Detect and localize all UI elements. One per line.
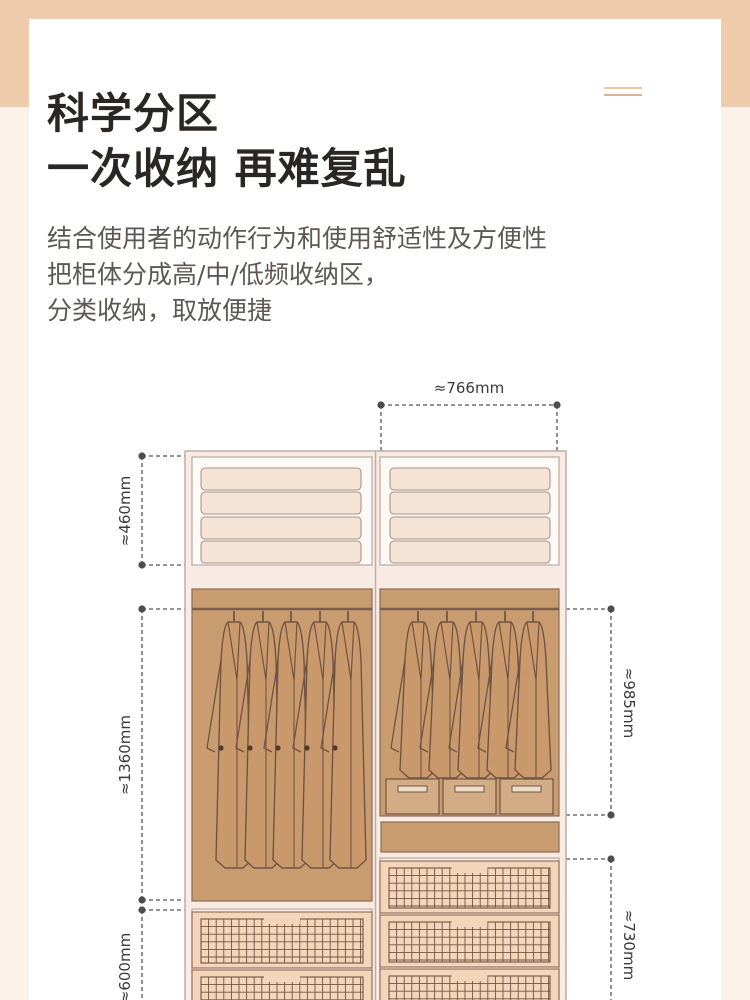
dimension-dot bbox=[553, 401, 561, 409]
storage-box bbox=[442, 778, 497, 815]
hanging-left-dimension-label: ≈1360mm bbox=[116, 715, 134, 795]
title-line-2: 一次收纳 再难复乱 bbox=[47, 144, 407, 193]
drawer-front bbox=[380, 821, 560, 853]
bottom-left-dimension-label: ≈600mm bbox=[116, 933, 134, 1000]
folded-garment bbox=[389, 491, 551, 515]
coat-body bbox=[301, 621, 339, 869]
box-label-slot bbox=[511, 785, 542, 793]
coat-button-icon bbox=[218, 745, 224, 751]
dimension-dot bbox=[138, 896, 146, 904]
coat-icon bbox=[206, 611, 253, 869]
coat-body bbox=[272, 621, 310, 869]
coat-body bbox=[244, 621, 282, 869]
coat-body bbox=[329, 621, 367, 869]
description-line-2: 把柜体分成高/中/低频收纳区， bbox=[47, 260, 389, 289]
coat-button-icon bbox=[332, 745, 338, 751]
coat-button-icon bbox=[304, 745, 310, 751]
storage-box bbox=[385, 778, 440, 815]
basket bbox=[379, 914, 560, 968]
hanging-coats bbox=[206, 611, 552, 869]
description-line-3: 分类收纳，取放便捷 bbox=[47, 296, 273, 325]
coat-icon bbox=[448, 611, 495, 779]
box-label-slot bbox=[397, 785, 428, 793]
folded-garment bbox=[200, 467, 362, 491]
wardrobe-cabinet bbox=[184, 450, 567, 1000]
coat-sleeve bbox=[419, 659, 435, 753]
dimension-dot bbox=[138, 605, 146, 613]
coat-sleeve bbox=[390, 659, 406, 753]
basket-mesh-frame bbox=[388, 867, 551, 909]
dimension-dot bbox=[377, 401, 385, 409]
folded-clothes bbox=[200, 467, 551, 564]
coat-body bbox=[428, 621, 466, 779]
folded-garment bbox=[200, 491, 362, 515]
folded-garment bbox=[200, 540, 362, 564]
coat-sleeve bbox=[263, 659, 279, 753]
coat-sleeve bbox=[448, 659, 464, 753]
coat-icon bbox=[320, 611, 367, 869]
dimension-dot bbox=[138, 906, 146, 914]
coat-sleeve bbox=[505, 659, 521, 753]
title-line-1: 科学分区 bbox=[47, 89, 220, 138]
coat-sleeve bbox=[206, 659, 222, 753]
coat-sleeve bbox=[320, 659, 336, 753]
coat-body bbox=[486, 621, 524, 779]
coat-icon bbox=[505, 611, 552, 779]
storage-box bbox=[499, 778, 554, 815]
hanging-right-dimension-label: ≈985mm bbox=[620, 668, 638, 738]
basket bbox=[191, 969, 373, 1000]
dimension-dot bbox=[607, 811, 615, 819]
coat-icon bbox=[419, 611, 466, 779]
coat-body bbox=[399, 621, 437, 779]
basket-right-dimension-label: ≈730mm bbox=[620, 910, 638, 980]
dimension-dot bbox=[607, 855, 615, 863]
description: 结合使用者的动作行为和使用舒适性及方便性 把柜体分成高/中/低频收纳区， 分类收… bbox=[47, 221, 547, 329]
pull-out-baskets bbox=[191, 860, 560, 1000]
coat-icon bbox=[390, 611, 437, 779]
description-line-1: 结合使用者的动作行为和使用舒适性及方便性 bbox=[47, 224, 548, 253]
basket-handle bbox=[451, 865, 488, 873]
basket-handle bbox=[264, 974, 300, 982]
dimension-annotations bbox=[138, 401, 615, 1000]
folded-garment bbox=[389, 540, 551, 564]
coat-icon bbox=[477, 611, 524, 779]
coat-icon bbox=[292, 611, 339, 869]
basket bbox=[379, 860, 560, 914]
coat-sleeve bbox=[292, 659, 308, 753]
storage-boxes bbox=[385, 778, 554, 815]
folded-garment bbox=[200, 516, 362, 540]
coat-button-icon bbox=[247, 745, 253, 751]
decorative-lines-icon bbox=[604, 87, 642, 97]
dimension-dot bbox=[138, 452, 146, 460]
box-label-slot bbox=[454, 785, 485, 793]
basket bbox=[379, 968, 560, 1000]
coat-button-icon bbox=[275, 745, 281, 751]
basket-handle bbox=[451, 973, 488, 981]
coat-body bbox=[514, 621, 552, 779]
width-dimension-label: ≈766mm bbox=[434, 379, 504, 397]
page-title: 科学分区 一次收纳 再难复乱 bbox=[47, 86, 407, 196]
coat-body bbox=[215, 621, 253, 869]
dimension-dot bbox=[138, 561, 146, 569]
folded-garment bbox=[389, 516, 551, 540]
basket-handle bbox=[264, 916, 300, 924]
coat-body bbox=[457, 621, 495, 779]
top-height-dimension-label: ≈460mm bbox=[116, 476, 134, 546]
coat-sleeve bbox=[477, 659, 493, 753]
basket-mesh-frame bbox=[388, 921, 551, 963]
coat-icon bbox=[263, 611, 310, 869]
coat-sleeve bbox=[235, 659, 251, 753]
folded-garment bbox=[389, 467, 551, 491]
coat-icon bbox=[235, 611, 282, 869]
basket bbox=[191, 911, 373, 969]
dimension-dot bbox=[607, 605, 615, 613]
basket-handle bbox=[451, 919, 488, 927]
basket-mesh-frame bbox=[200, 918, 364, 964]
